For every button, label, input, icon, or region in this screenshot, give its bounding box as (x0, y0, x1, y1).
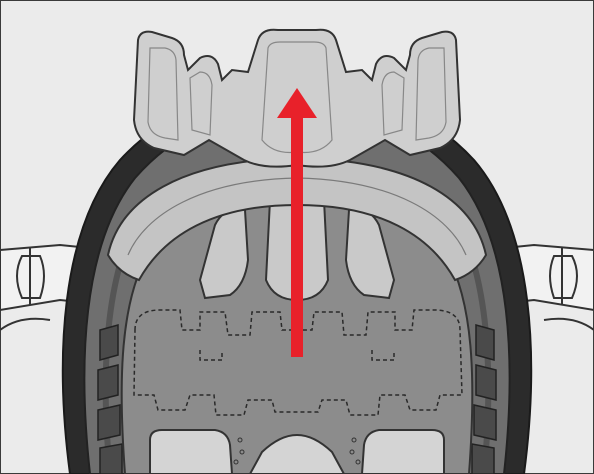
lower-pads (150, 430, 444, 474)
